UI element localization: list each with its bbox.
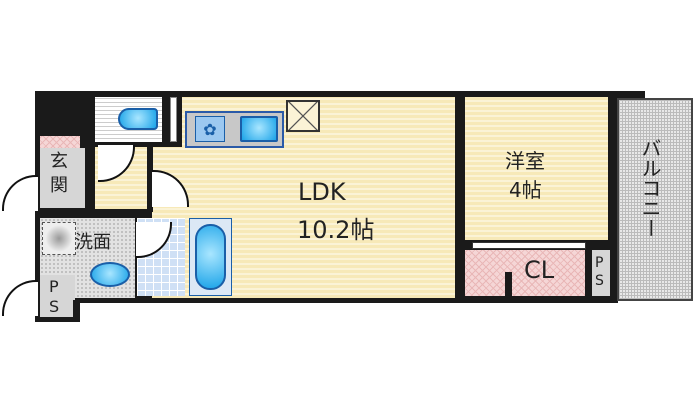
closet-label: CL xyxy=(524,256,555,284)
ps-left-label: PS xyxy=(49,277,60,316)
western-room-size: 4帖 xyxy=(509,178,542,202)
closet-divider xyxy=(505,272,512,297)
ldk-size: 10.2帖 xyxy=(297,216,375,244)
closet xyxy=(465,250,585,296)
washroom-label: 洗面 xyxy=(75,232,111,253)
entrance-label: 玄関 xyxy=(50,151,68,196)
storage-box-icon xyxy=(286,100,320,132)
washing-machine-icon xyxy=(42,222,76,255)
ldk-label: LDK xyxy=(298,178,346,206)
balcony-label: バルコニー xyxy=(638,138,662,238)
entrance-door[interactable] xyxy=(2,175,38,211)
western-room-floor xyxy=(465,97,608,240)
partition-wall xyxy=(455,97,463,300)
western-room-label: 洋室 xyxy=(505,149,545,173)
ps-right-label: PS xyxy=(595,255,604,289)
stove-icon: ✿ xyxy=(195,116,225,142)
ps-left-inner xyxy=(40,277,73,317)
bathtub-icon xyxy=(195,224,226,290)
ps-door[interactable] xyxy=(2,280,38,316)
toilet-partition xyxy=(170,97,177,142)
ps-right xyxy=(592,250,610,296)
washbasin-icon xyxy=(90,262,130,287)
entrance xyxy=(40,148,85,208)
ldk-hall-wall xyxy=(147,147,153,212)
balcony xyxy=(617,98,693,301)
sink-icon xyxy=(240,116,278,142)
closet-doors xyxy=(472,242,586,249)
entrance-shoe-box xyxy=(40,136,80,148)
toilet-fixture xyxy=(118,108,158,130)
